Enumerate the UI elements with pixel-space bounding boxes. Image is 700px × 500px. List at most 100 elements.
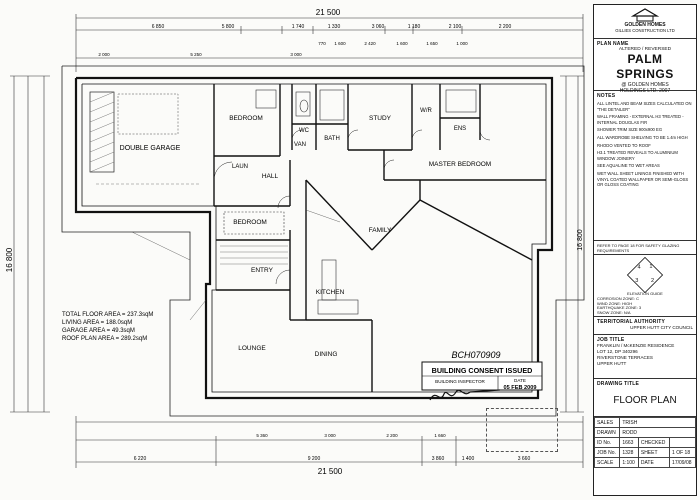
entry-hatch xyxy=(220,245,288,265)
company-subtitle: GILLIES CONSTRUCTION LTD xyxy=(615,28,675,33)
elevation-4: 4 xyxy=(637,264,641,271)
room-bedroom-1: BEDROOM xyxy=(229,115,263,122)
drawn-value: RODD xyxy=(619,427,696,438)
top-dim-row2-6: 2 420 xyxy=(364,41,376,46)
leader-lines xyxy=(131,209,341,321)
checked-value xyxy=(669,437,696,448)
company-name: GOLDEN HOMES xyxy=(624,22,666,28)
date-label: DATE xyxy=(637,457,671,468)
plan-altered: ALTERED / REVERSED xyxy=(618,47,672,52)
exterior-walls xyxy=(74,76,554,400)
elevation-guide-icon: 1 2 3 4 xyxy=(626,256,664,294)
drawn-label: DRAWN xyxy=(593,427,621,438)
zone-earthquake: EARTHQUAKE ZONE: 3 xyxy=(597,305,642,311)
consent-stamp-date: 05 FEB 2009 xyxy=(504,385,537,391)
eave-outline xyxy=(61,65,585,417)
side-dimensions xyxy=(10,75,584,413)
company-logo-row: GOLDEN HOMES GILLIES CONSTRUCTION LTD xyxy=(594,5,696,39)
room-laundry: LAUN xyxy=(232,164,248,170)
bottom-dim-row2-2: 3 000 xyxy=(324,433,336,438)
notes-label: NOTES xyxy=(597,93,616,99)
zone-wind: WIND ZONE: HIGH xyxy=(597,300,633,306)
inspector-signature xyxy=(429,389,501,401)
consent-stamp xyxy=(421,361,543,391)
top-dim-5: 3 060 xyxy=(372,24,385,30)
area-garage: GARAGE AREA = 49.3sqM xyxy=(62,328,135,334)
job-title-3: RIVERSTONE TERRACES xyxy=(597,355,653,360)
room-bedroom-2: BEDROOM xyxy=(233,219,267,226)
top-dim-3: 1 740 xyxy=(292,24,305,30)
room-wir: W/R xyxy=(420,108,432,114)
exterior-walls-inner xyxy=(81,83,547,393)
checked-label: CHECKED xyxy=(637,437,671,448)
note-8: WET WALL SHEET LININGS FINISHED WITH VIN… xyxy=(597,170,689,188)
elevation-3: 3 xyxy=(635,278,639,284)
top-dim-6: 1 180 xyxy=(408,24,421,30)
room-kitchen: KITCHEN xyxy=(316,289,345,296)
drawing-title-label: DRAWING TITLE xyxy=(597,381,640,387)
job-title-1: FRANKLIN / McKENZIE RESIDENCE xyxy=(597,343,675,348)
zone-snow: SNOW ZONE: N/A xyxy=(597,309,631,315)
job-title-label: JOB TITLE xyxy=(597,337,625,343)
fixtures xyxy=(223,89,477,315)
top-dim-row2-7: 1 600 xyxy=(396,41,408,46)
top-dim-row2-4: 770 xyxy=(318,41,326,46)
top-dim-row2-3: 3 000 xyxy=(290,52,302,57)
door-swings xyxy=(213,129,491,285)
left-overall-dimension: 16 800 xyxy=(5,247,14,272)
top-dim-row2-5: 1 600 xyxy=(334,41,346,46)
top-dim-row2-1: 2 000 xyxy=(98,52,110,57)
bottom-dim-3: 3 860 xyxy=(432,456,445,462)
bottom-dim-5: 3 660 xyxy=(518,456,531,462)
scale-label: SCALE xyxy=(593,457,621,468)
room-bath: BATH xyxy=(324,136,340,142)
plan-name-row: PLAN NAME ALTERED / REVERSED PALM SPRING… xyxy=(594,39,696,94)
garage-hatch xyxy=(89,91,200,185)
room-wc: WC xyxy=(299,128,310,134)
job-title-row: JOB TITLE FRANKLIN / McKENZIE RESIDENCE … xyxy=(594,335,696,379)
date-value: 17/09/08 xyxy=(669,457,696,468)
top-dim-4: 1 330 xyxy=(328,24,341,30)
elevation-2: 2 xyxy=(651,278,655,284)
consent-stamp-title: BUILDING CONSENT ISSUED xyxy=(432,366,533,375)
room-lounge: LOUNGE xyxy=(238,345,266,352)
top-dim-7: 2 100 xyxy=(449,24,462,30)
area-total-floor: TOTAL FLOOR AREA = 237.3sqM xyxy=(62,312,153,318)
elevation-1: 1 xyxy=(649,263,653,270)
room-hall: HALL xyxy=(262,173,279,180)
zone-corrosion: CORROSION ZONE: C xyxy=(597,296,640,301)
safety-glazing-row: REFER TO PAGE 18 FOR SAFETY GLAZING REQU… xyxy=(594,241,696,255)
drawing-title: FLOOR PLAN xyxy=(613,395,677,406)
received-stamp xyxy=(486,408,558,452)
bottom-dim-row2-4: 1 660 xyxy=(434,433,446,438)
top-overall-dimension: 21 500 xyxy=(316,8,341,17)
top-dim-1: 6 850 xyxy=(152,24,165,30)
safety-glazing-note: REFER TO PAGE 18 FOR SAFETY GLAZING REQU… xyxy=(597,243,680,253)
elevation-guide-row: 1 2 3 4 ELEVATION GUIDE CORROSION ZONE: … xyxy=(594,255,696,317)
plan-company-1: @ GOLDEN HOMES xyxy=(621,82,669,88)
job-title-2: LOT 12, DP 340296 xyxy=(597,349,638,354)
territorial-label: TERRITORIAL AUTHORITY xyxy=(597,319,665,325)
top-dim-row2-2: 5 250 xyxy=(190,52,202,57)
room-van: VAN xyxy=(294,142,306,148)
territorial-value: UPPER HUTT CITY COUNCIL xyxy=(630,325,693,330)
bottom-dim-1: 6 220 xyxy=(134,456,147,462)
id-value: 1663 xyxy=(619,437,639,448)
sales-label: SALES xyxy=(593,417,621,428)
sales-value: TRISH xyxy=(619,417,696,428)
note-3: SHOWER TRIM SIZE 900x900 EG xyxy=(597,127,663,133)
note-6: H3.1 TREATED REVEALS TO ALUMINIUM WINDOW… xyxy=(597,150,678,161)
room-family: FAMILY xyxy=(369,227,392,234)
bottom-dim-2: 9 200 xyxy=(308,456,321,462)
note-2: WALL FRAMING - EXTERNAL H3 TREATED - INT… xyxy=(597,114,684,125)
plan-name-label: PLAN NAME xyxy=(597,41,629,47)
note-5: RHODO VENTED TO ROOF xyxy=(597,142,651,148)
consent-stamp-inspector: BUILDING INSPECTOR xyxy=(435,379,485,384)
territorial-row: TERRITORIAL AUTHORITY UPPER HUTT CITY CO… xyxy=(594,317,696,335)
house-logo-icon xyxy=(630,8,660,22)
title-block: GOLDEN HOMES GILLIES CONSTRUCTION LTD PL… xyxy=(593,4,697,496)
note-7: SEE AQUALINE TO WET AREAS xyxy=(597,163,660,169)
job-label: JOB No. xyxy=(593,447,621,458)
room-double-garage: DOUBLE GARAGE xyxy=(120,145,181,152)
